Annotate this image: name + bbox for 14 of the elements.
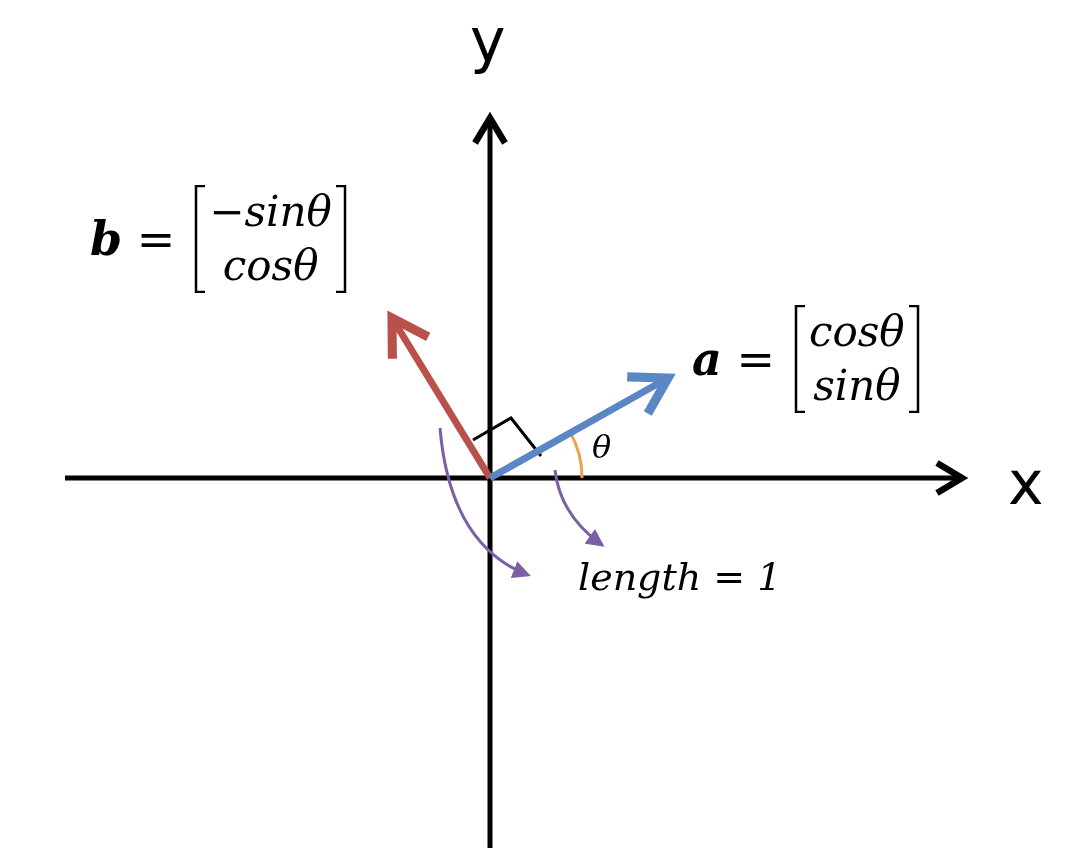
vector-name: b = — [90, 212, 176, 266]
curved-arrow — [438, 427, 531, 578]
axis-label: y — [470, 5, 506, 75]
length-label: length = 1 — [578, 555, 782, 599]
axis-label: x — [1008, 448, 1044, 518]
vector-arrow — [387, 313, 493, 480]
curved-arrow — [553, 469, 605, 547]
matrix-entry: −sinθ — [209, 186, 332, 238]
matrix-entry: cosθ — [222, 240, 319, 292]
angle-label: θ — [592, 428, 612, 466]
vector-arrow — [488, 372, 673, 482]
vector-name: a = — [692, 332, 775, 386]
matrix-entry: sinθ — [813, 360, 901, 412]
matrix-entry: cosθ — [809, 306, 905, 358]
